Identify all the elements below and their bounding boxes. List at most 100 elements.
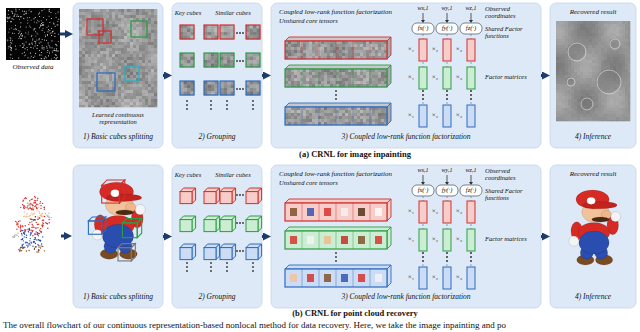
point — [38, 218, 39, 219]
texture-cell — [85, 66, 88, 69]
texture-cell — [91, 48, 94, 51]
texture-cell — [154, 39, 157, 42]
texture-cell — [112, 27, 115, 30]
sample-dot — [29, 44, 30, 45]
texture-cell — [154, 54, 157, 57]
texture-cell — [94, 63, 97, 66]
texture-cell — [94, 54, 97, 57]
cube-face — [258, 188, 262, 204]
texture-cell — [94, 105, 97, 107]
sample-dot — [41, 52, 42, 53]
texture-cell — [145, 60, 148, 63]
cube-face — [102, 217, 106, 234]
texture-cell — [121, 12, 124, 15]
point — [33, 227, 34, 228]
texture-cell — [148, 78, 151, 81]
texture-cell — [100, 54, 103, 57]
texture-cell — [291, 53, 294, 56]
texture-cell — [103, 51, 106, 54]
texture-cell — [148, 45, 151, 48]
sample-dot — [15, 46, 16, 47]
texture-cell — [118, 39, 121, 42]
texture-cell — [115, 51, 118, 54]
point — [32, 230, 33, 231]
texture-cell — [148, 36, 151, 39]
texture-cell — [357, 53, 360, 56]
texture-cell — [142, 57, 145, 60]
texture-cell — [94, 45, 97, 48]
texture-cell — [348, 47, 351, 50]
sample-dot — [15, 28, 16, 29]
texture-cell — [106, 33, 109, 36]
point — [35, 228, 36, 229]
texture-cell — [127, 63, 130, 66]
texture-cell — [85, 84, 88, 87]
sample-dot — [57, 57, 58, 58]
texture-cell — [97, 45, 100, 48]
point — [38, 217, 39, 218]
texture-cell — [142, 63, 145, 66]
texture-cell — [184, 85, 188, 89]
texture-cell — [118, 60, 121, 63]
texture-cell — [342, 44, 345, 47]
texture-cell — [136, 39, 139, 42]
cube-face — [180, 248, 192, 260]
texture-cell — [94, 93, 97, 96]
texture-cell — [112, 21, 115, 24]
point — [37, 232, 38, 233]
texture-cell — [142, 90, 145, 93]
texture-cell — [82, 81, 85, 84]
point — [36, 204, 37, 205]
point — [24, 198, 25, 199]
texture-cell — [360, 50, 363, 53]
texture-cell — [133, 99, 136, 102]
cube-face — [118, 248, 131, 261]
texture-cell — [94, 39, 97, 42]
ellipsis-dot — [186, 104, 188, 106]
texture-cell — [151, 78, 154, 81]
point — [20, 225, 21, 226]
sample-dot — [56, 48, 57, 49]
texture-cell — [97, 102, 100, 105]
texture-cell — [91, 99, 94, 102]
point — [35, 216, 36, 217]
texture-cell — [115, 9, 118, 12]
texture-cell — [109, 102, 112, 105]
sample-dot — [36, 32, 37, 33]
sample-dot — [15, 11, 16, 12]
texture — [220, 25, 234, 39]
sample-dot — [7, 40, 8, 41]
point — [29, 218, 30, 219]
texture-cell — [109, 93, 112, 96]
cube-face — [180, 192, 192, 204]
cube-symbol — [204, 244, 220, 260]
texture-cell — [109, 24, 112, 27]
texture-cell — [121, 84, 124, 87]
texture-cell — [115, 15, 118, 18]
point — [35, 246, 36, 247]
cube-border — [204, 53, 218, 67]
texture-cell — [121, 27, 124, 30]
texture-cell — [139, 96, 142, 99]
texture-cell — [127, 18, 130, 21]
texture-cell — [139, 87, 142, 90]
point — [44, 250, 45, 251]
texture-cell — [79, 15, 82, 18]
point — [48, 216, 49, 217]
texture-cell — [227, 57, 231, 61]
texture-cell — [121, 60, 124, 63]
texture-cell — [121, 93, 124, 96]
texture-cell — [130, 57, 133, 60]
texture-cell — [297, 53, 300, 56]
texture-cell — [85, 54, 88, 57]
point — [20, 227, 21, 228]
texture-cell — [127, 36, 130, 39]
texture-cell — [142, 54, 145, 57]
texture-cell — [321, 47, 324, 50]
sample-dot — [26, 13, 27, 14]
sample-dot — [51, 47, 52, 48]
texture-cell — [127, 87, 130, 90]
sample-dot — [28, 33, 29, 34]
texture-cell — [127, 99, 130, 102]
sample-dot — [39, 42, 40, 43]
